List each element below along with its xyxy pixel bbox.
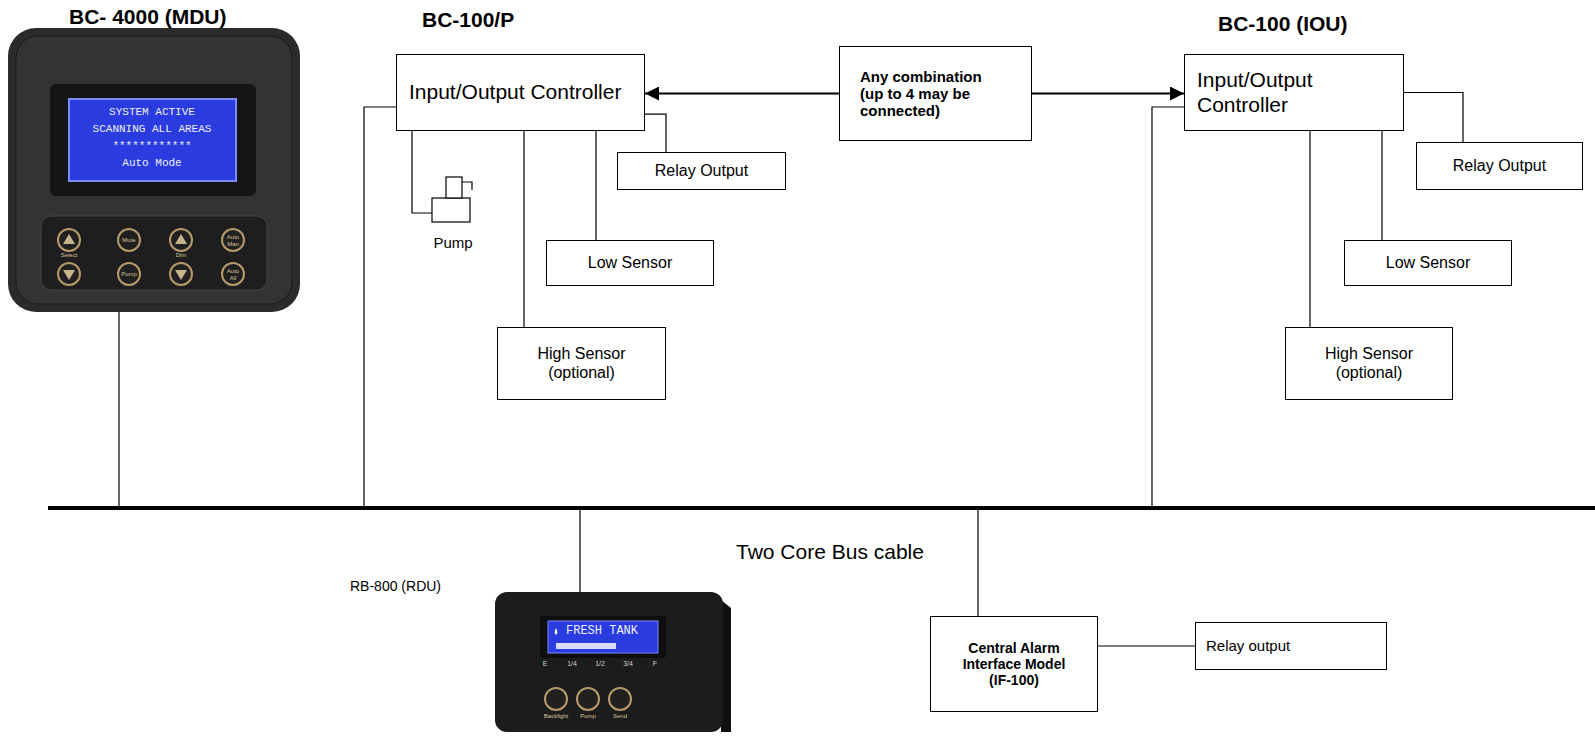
box-text: Low Sensor (555, 254, 705, 272)
bus-cable (48, 506, 1595, 510)
wire (645, 114, 666, 152)
screen-text: FRESH TANK (566, 625, 638, 639)
sensor-box: High Sensor (optional) (497, 327, 666, 400)
sensor-box: Low Sensor (546, 240, 714, 286)
device-name: BC-100 (IOU) (1218, 12, 1348, 36)
box-text: Any combination (up to 4 may be connecte… (860, 68, 1007, 120)
relay-box: Relay output (1195, 622, 1387, 670)
button-label: Auto Man (225, 234, 241, 248)
interface-box: Central Alarm Interface Model (IF-100) (930, 616, 1098, 712)
box-text: Relay Output (1425, 157, 1574, 175)
pump-body (432, 198, 470, 222)
button-label: Select (61, 252, 78, 259)
mdu-button (118, 229, 140, 251)
screen-text: SCANNING ALL AREAS (93, 123, 212, 136)
controller-box: Input/Output Controller (1184, 54, 1404, 131)
box-text: Relay output (1206, 637, 1376, 654)
bus-drop (364, 107, 396, 508)
mdu-bezel (16, 36, 292, 304)
screen-text: ************ (112, 140, 191, 153)
wire (1309, 131, 1310, 327)
box-text: Input/Output Controller (1197, 68, 1391, 116)
button-label: Backlight (544, 713, 568, 720)
sensor-box: Low Sensor (1344, 240, 1512, 286)
rdu-screen-frame (540, 616, 666, 658)
box-text: Input/Output Controller (409, 80, 632, 104)
wire (1098, 645, 1195, 646)
note-box: Any combination (up to 4 may be connecte… (839, 46, 1032, 141)
up-arrow-symbol (175, 234, 187, 244)
button-label: Auto All (225, 268, 241, 282)
device-name: BC-100/P (422, 8, 514, 32)
screen-text: Auto Mode (122, 157, 181, 170)
bus-drop (118, 312, 119, 508)
mdu-screen (69, 99, 236, 181)
screen-text: SYSTEM ACTIVE (109, 106, 195, 119)
mdu-button (222, 263, 244, 285)
bus-drop (977, 508, 978, 616)
rdu-button (609, 688, 631, 710)
mdu-button (170, 263, 192, 285)
pump-wire (412, 131, 432, 213)
down-arrow-symbol (63, 270, 75, 280)
bus-drop (1152, 107, 1184, 508)
box-text: High Sensor (optional) (516, 345, 647, 382)
button-label: Pump (121, 271, 137, 278)
rdu-button (545, 688, 567, 710)
scale-label: F (653, 660, 657, 668)
mdu-device (8, 28, 300, 312)
drop-symbol (555, 628, 558, 635)
wire (1404, 93, 1463, 143)
mdu-button (170, 229, 192, 251)
arrow (1032, 93, 1184, 95)
part-label: Pump (433, 234, 472, 251)
sensor-box: High Sensor (optional) (1285, 327, 1453, 400)
button-label: Send (613, 713, 627, 720)
scale-label: 1/2 (595, 660, 605, 668)
arrow (645, 93, 839, 95)
up-arrow-symbol (63, 234, 75, 244)
button-label: Pump (580, 713, 596, 720)
rdu-button (577, 688, 599, 710)
mdu-button (58, 229, 80, 251)
mdu-button (58, 263, 80, 285)
rdu-housing (495, 592, 723, 732)
pump-symbol (432, 177, 472, 222)
button-label: Mute (122, 237, 135, 244)
device-name: RB-800 (RDU) (350, 578, 441, 594)
controller-box: Input/Output Controller (396, 54, 645, 131)
cable-label: Two Core Bus cable (736, 540, 924, 564)
scale-label: 1/4 (567, 660, 577, 668)
box-text: High Sensor (optional) (1304, 345, 1434, 382)
mdu-button (222, 229, 244, 251)
mdu-housing (8, 28, 300, 312)
relay-box: Relay Output (617, 152, 786, 190)
relay-box: Relay Output (1416, 142, 1583, 190)
box-text: Central Alarm Interface Model (IF-100) (961, 640, 1067, 688)
pump-head (446, 177, 462, 198)
level-bar (556, 643, 616, 649)
wire (523, 131, 524, 327)
scale-label: E (543, 660, 548, 668)
rdu-screen (548, 621, 658, 653)
bus-drop (579, 508, 580, 592)
mdu-button (118, 263, 140, 285)
down-arrow-symbol (175, 270, 187, 280)
wire (595, 131, 596, 240)
device-name: BC- 4000 (MDU) (69, 5, 227, 29)
rdu-device (495, 592, 731, 732)
button-label: Dim (176, 252, 187, 259)
mdu-keypad (41, 216, 267, 290)
mdu-screen-frame (50, 84, 256, 196)
wire (1381, 131, 1382, 240)
box-text: Low Sensor (1353, 254, 1503, 272)
scale-label: 3/4 (623, 660, 633, 668)
pump-outlet (462, 182, 472, 190)
box-text: Relay Output (626, 162, 777, 180)
